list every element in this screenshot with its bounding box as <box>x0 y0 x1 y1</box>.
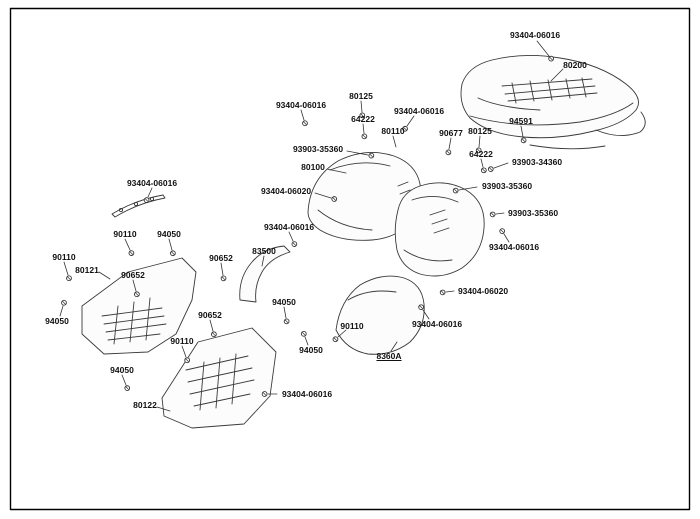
fastener-slash-icon <box>333 337 338 342</box>
fastener-slash-icon <box>212 332 216 337</box>
trim-strip-art <box>111 194 166 218</box>
leader-line <box>288 231 294 242</box>
fastener-slash-icon <box>332 197 337 201</box>
fastener-slash-icon <box>221 276 226 281</box>
leader-line <box>156 406 171 412</box>
fastener-slash-icon <box>125 386 130 391</box>
fastener-slash-icon <box>360 113 365 118</box>
fastener-slash-icon <box>488 167 493 171</box>
diagram-border <box>9 7 691 511</box>
fastener-slash-icon <box>476 148 481 153</box>
leader-line <box>181 345 187 358</box>
leader-line <box>390 341 398 352</box>
fastener-slash-icon <box>403 126 407 131</box>
leader-line <box>300 109 305 121</box>
leader-line <box>147 187 153 198</box>
fastener-slash-icon <box>135 292 139 297</box>
bottom-footrest-art <box>161 327 277 429</box>
fastener-slash-icon <box>262 392 267 396</box>
leader-line <box>326 168 347 174</box>
leader-line <box>536 40 550 57</box>
fastener-slash-icon <box>490 212 495 217</box>
fastener-slash-icon <box>362 134 367 139</box>
rear-fender-art <box>460 54 646 150</box>
front-fender-left-art <box>307 152 422 241</box>
leader-line <box>261 255 265 267</box>
leader-line <box>495 212 505 215</box>
leader-line <box>283 306 287 319</box>
fastener-slash-icon <box>500 229 505 233</box>
fastener-slash-icon <box>521 138 526 143</box>
leader-line <box>392 135 397 148</box>
leader-line <box>362 123 365 134</box>
fastener-slash-icon <box>284 319 289 324</box>
side-panel-art <box>335 275 425 355</box>
fastener-slash-icon <box>292 242 297 246</box>
leader-line <box>121 374 127 386</box>
fastener-slash-icon <box>301 331 306 336</box>
leader-line <box>132 279 137 292</box>
fastener-slash-icon <box>303 121 307 126</box>
fastener-slash-icon <box>62 300 66 305</box>
leader-line <box>448 137 452 150</box>
fastener-slash-icon <box>67 276 71 281</box>
fastener-slash-icon <box>144 198 149 202</box>
leader-lines-layer <box>59 40 564 412</box>
fastener-slash-icon <box>129 251 134 255</box>
leader-line <box>520 125 524 138</box>
front-fender-right-art <box>394 182 485 277</box>
leader-line <box>304 336 309 346</box>
leader-line <box>360 100 363 113</box>
leader-line <box>478 135 481 148</box>
leader-line <box>503 233 510 243</box>
fastener-slash-icon <box>440 290 445 295</box>
leader-line <box>550 68 564 82</box>
leader-line <box>480 158 484 168</box>
leader-line <box>220 262 224 276</box>
leader-line <box>445 290 455 293</box>
leader-line <box>98 271 111 280</box>
fastener-slash-icon <box>185 358 190 363</box>
leader-line <box>337 329 347 338</box>
fastener-slash-icon <box>453 188 458 193</box>
leader-line <box>209 319 214 332</box>
leader-line <box>168 238 173 251</box>
leader-line <box>124 238 131 251</box>
fastener-slash-icon <box>481 168 486 173</box>
left-footrest-art <box>81 257 197 355</box>
leader-line <box>422 309 430 320</box>
leader-line <box>314 192 332 199</box>
leader-line <box>493 162 509 169</box>
leader-line <box>458 186 478 191</box>
fastener-slash-icon <box>549 56 553 61</box>
fastener-slash-icon <box>171 251 175 256</box>
fastener-slash-icon <box>419 305 423 310</box>
fastener-slash-icon <box>446 150 451 155</box>
leader-line <box>63 261 69 276</box>
leader-line <box>406 115 415 127</box>
bracket-art <box>239 245 291 303</box>
fastener-slash-icon <box>369 153 374 158</box>
leader-line <box>346 150 369 156</box>
leader-line <box>59 305 64 317</box>
